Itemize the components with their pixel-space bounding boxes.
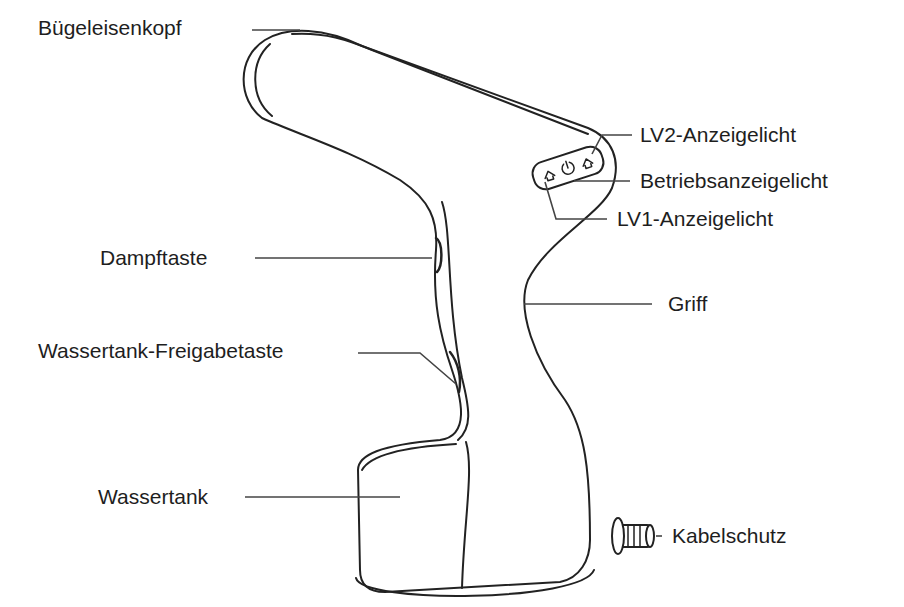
leader-line: [245, 496, 400, 498]
head-top-edge: [292, 34, 588, 134]
water-tank-edge: [362, 444, 456, 470]
steam-button: [436, 238, 441, 272]
release-button: [450, 352, 460, 392]
part-label: Kabelschutz: [672, 524, 786, 548]
leader-line: [545, 182, 607, 219]
leader-line: [592, 135, 632, 154]
leader-line: [358, 353, 456, 384]
water-tank-seam: [462, 442, 469, 588]
leader-line: [656, 535, 662, 537]
neck-edge: [442, 202, 468, 440]
part-label: LV1-Anzeigelicht: [617, 207, 773, 231]
part-label: Wassertank: [98, 485, 208, 509]
part-label: Griff: [668, 292, 707, 316]
steamer-body: [244, 31, 616, 592]
part-label: Betriebsanzeigelicht: [640, 169, 828, 193]
part-label: Wassertank-Freigabetaste: [38, 339, 284, 363]
leader-line: [255, 257, 432, 259]
part-label: LV2-Anzeigelicht: [640, 123, 796, 147]
control-panel: [529, 144, 606, 193]
part-label: Bügeleisenkopf: [38, 16, 182, 40]
leader-line: [252, 29, 300, 31]
leader-line: [574, 180, 630, 182]
cord-protector: [612, 518, 654, 554]
leader-line: [524, 303, 652, 305]
part-label: Dampftaste: [100, 246, 207, 270]
base: [356, 570, 594, 596]
head-rim: [255, 44, 272, 116]
